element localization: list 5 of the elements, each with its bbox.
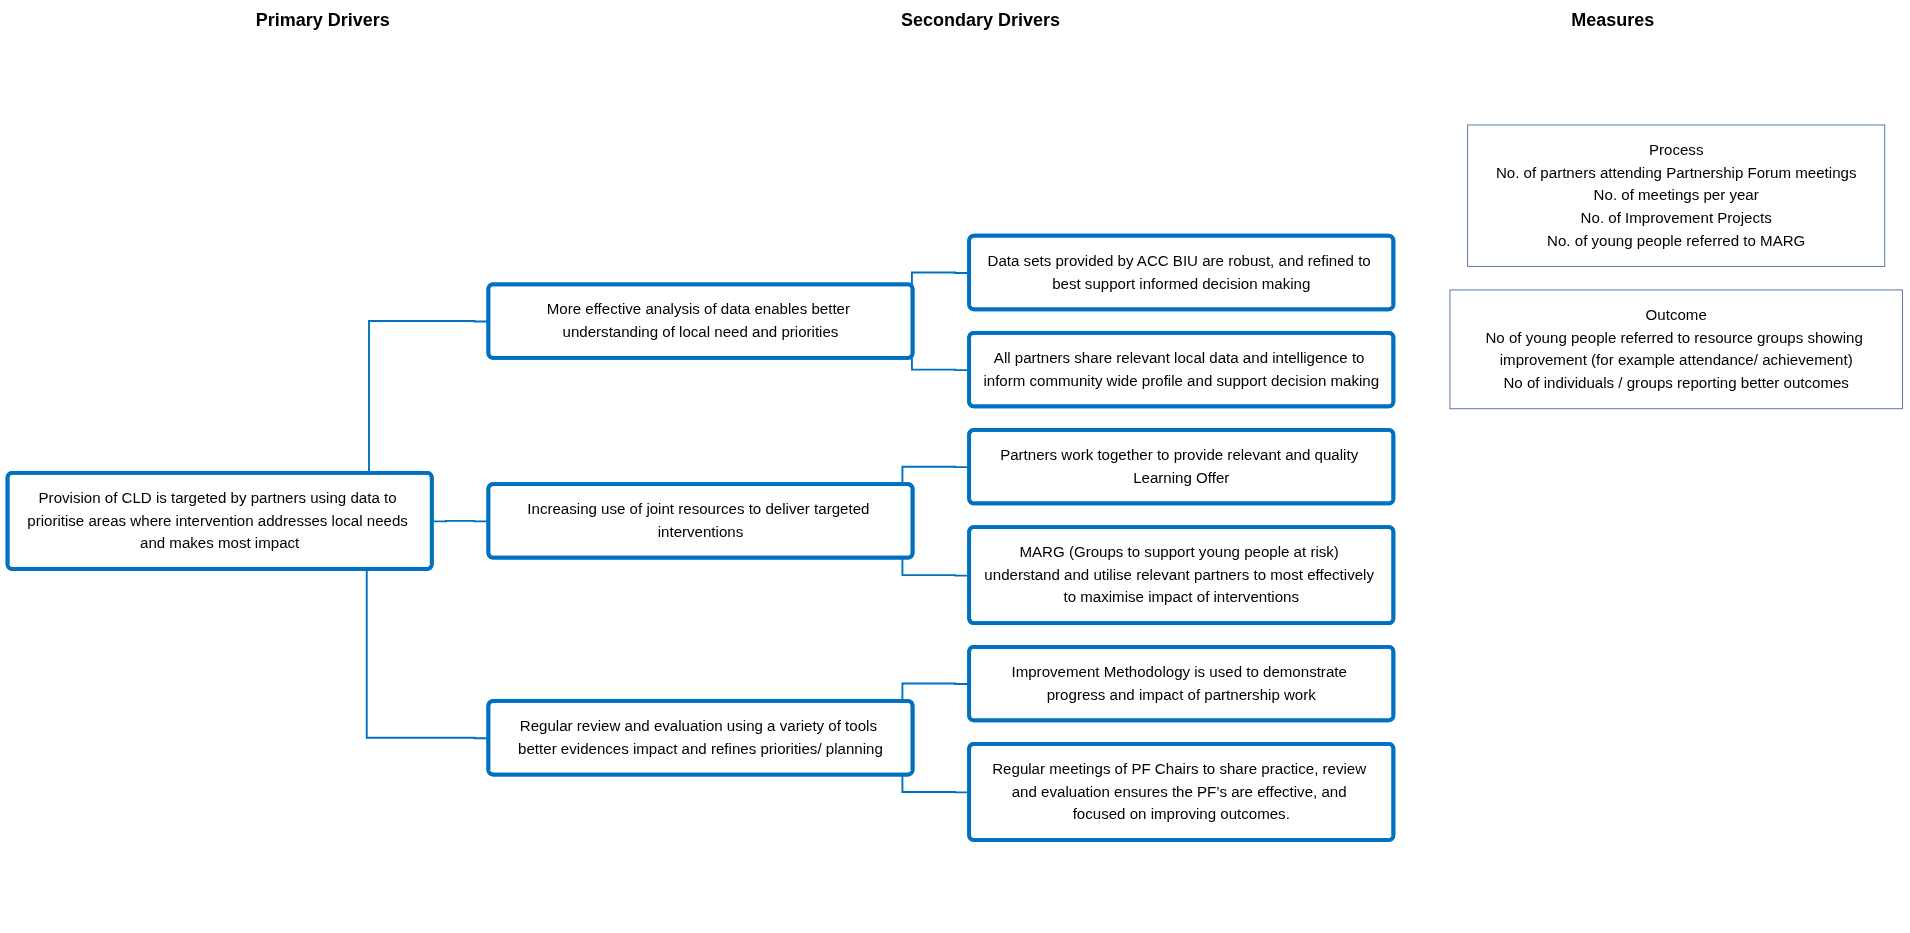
column-heading: Measures [1571, 9, 1655, 31]
node-box: Process No. of partners attending Partnership Forum meetings No. of meetings per year No. of Improvement Projects No. of young people referred to MARG [1467, 124, 1886, 267]
column-heading: Primary Drivers [255, 9, 390, 31]
column-heading: Secondary Drivers [900, 9, 1061, 31]
node-box: Outcome No of young people referred to resource groups showing improvement (for example attendance/ achievement) No of individuals / groups reporting better outcomes [1449, 289, 1903, 410]
